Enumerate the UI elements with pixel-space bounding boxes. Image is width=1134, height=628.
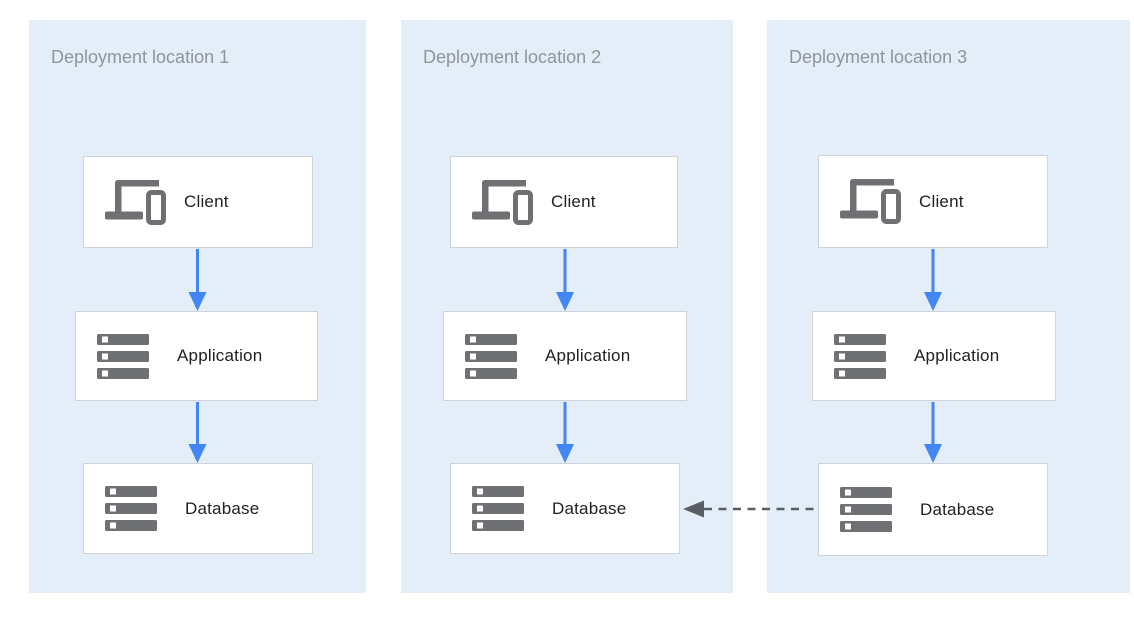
panel-title: Deployment location 2 [423, 47, 602, 67]
panel-deployment-location-2: Deployment location 2 Client Application… [401, 20, 733, 593]
server-stack-icon [834, 334, 886, 379]
node-client-1: Client [83, 156, 313, 248]
node-application-2: Application [443, 311, 687, 401]
node-label: Database [185, 498, 260, 518]
node-client-2: Client [450, 156, 678, 248]
server-stack-icon [465, 334, 517, 379]
node-database-3: Database [818, 463, 1048, 556]
node-application-3: Application [812, 311, 1056, 401]
panel-deployment-location-1: Deployment location 1 Client Application… [29, 20, 366, 593]
panel-title: Deployment location 3 [789, 47, 968, 67]
node-label: Client [184, 192, 229, 211]
node-application-1: Application [75, 311, 318, 401]
node-label: Application [545, 346, 631, 365]
server-stack-icon [105, 486, 157, 531]
node-database-1: Database [83, 463, 313, 554]
devices-icon [105, 180, 166, 225]
node-label: Application [177, 346, 263, 365]
node-label: Database [920, 499, 995, 519]
node-label: Client [919, 191, 964, 211]
node-client-3: Client [818, 155, 1048, 248]
node-database-2: Database [450, 463, 680, 554]
node-label: Database [552, 498, 627, 518]
devices-icon [472, 180, 533, 225]
server-stack-icon [97, 334, 149, 379]
devices-icon [840, 179, 901, 224]
server-stack-icon [472, 486, 524, 531]
panel-deployment-location-3: Deployment location 3 Client Application… [767, 20, 1130, 593]
node-label: Client [551, 192, 596, 211]
server-stack-icon [840, 487, 892, 532]
panel-title: Deployment location 1 [51, 47, 230, 67]
node-label: Application [914, 346, 1000, 365]
